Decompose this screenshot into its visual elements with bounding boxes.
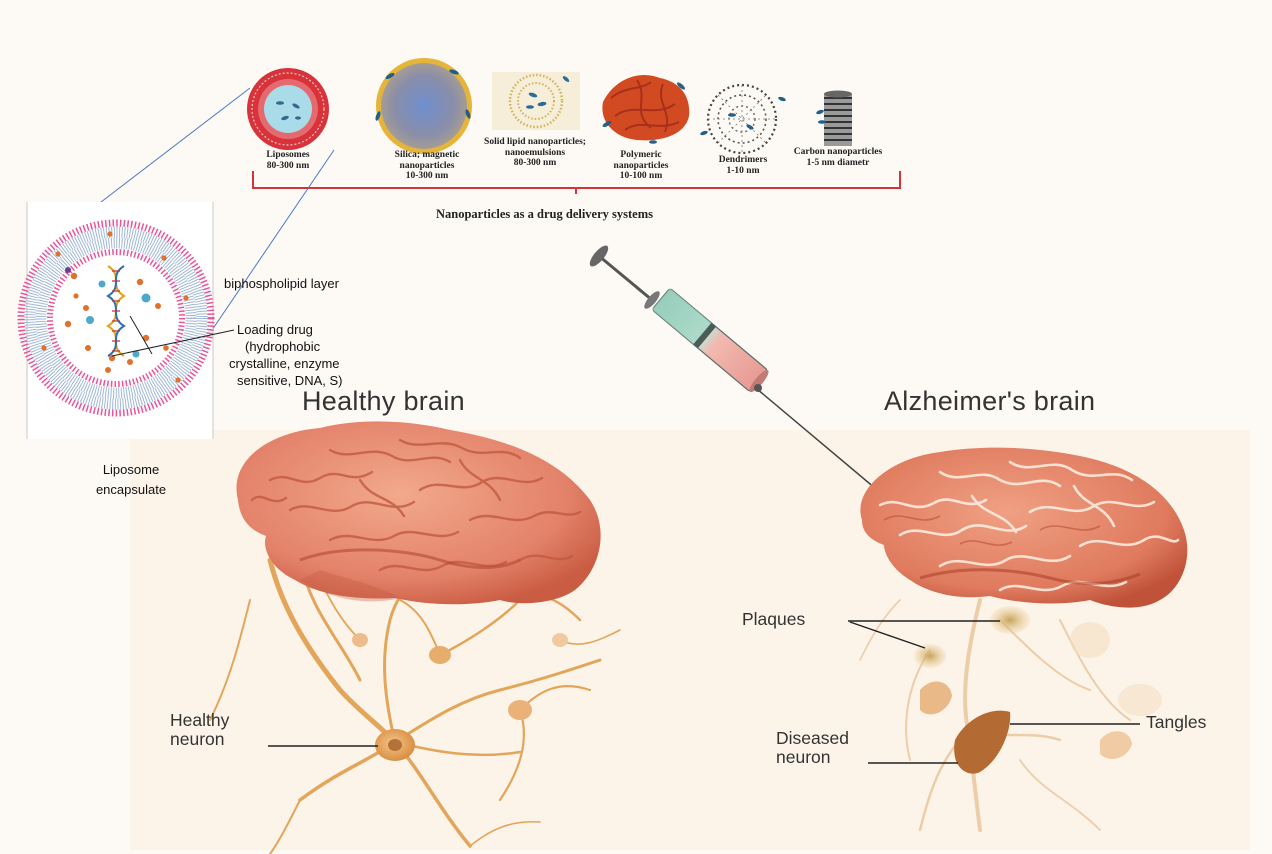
np-size: 1-5 nm diametr xyxy=(792,158,884,169)
np-label-solid-lipid: Solid lipid nanoparticles; nanoemulsions… xyxy=(484,137,586,169)
loading-drug-line: (hydrophobic xyxy=(233,338,343,355)
plaques-label: Plaques xyxy=(742,610,805,629)
liposome-particle xyxy=(247,68,329,150)
np-name: Solid lipid nanoparticles; nanoemulsions xyxy=(484,137,586,158)
solid-lipid-particle xyxy=(492,72,580,130)
np-size: 10-300 nm xyxy=(388,171,466,182)
tangles-label: Tangles xyxy=(1146,713,1206,732)
np-name: Liposomes xyxy=(247,150,329,161)
zoom-line-top xyxy=(88,88,250,212)
healthy-neuron-line: Healthy xyxy=(170,711,229,730)
loading-drug-label: Loading drug (hydrophobic crystalline, e… xyxy=(233,321,343,389)
np-name: Silica; magnetic nanoparticles xyxy=(388,150,466,171)
loading-drug-line: crystalline, enzyme xyxy=(229,355,343,372)
np-name: Carbon nanoparticles xyxy=(792,147,884,158)
diseased-neuron-line: neuron xyxy=(776,748,849,767)
diseased-neuron-line: Diseased xyxy=(776,729,849,748)
healthy-brain-title: Healthy brain xyxy=(302,386,465,417)
healthy-neuron-line: neuron xyxy=(170,730,229,749)
np-size: 80-300 nm xyxy=(247,161,329,172)
silica-particle xyxy=(374,58,472,154)
diseased-neuron-label: Diseased neuron xyxy=(776,729,849,767)
np-label-polymeric: Polymeric nanoparticles 10-100 nm xyxy=(601,150,681,182)
np-size: 80-300 nm xyxy=(484,158,586,169)
polymeric-particle xyxy=(602,75,690,144)
figure-caption: Nanoparticles as a drug delivery systems xyxy=(436,207,653,222)
loading-drug-line: Loading drug xyxy=(233,321,343,338)
healthy-neuron-label: Healthy neuron xyxy=(170,711,229,749)
liposome-caption: Liposome encapsulate xyxy=(86,460,176,500)
alzheimer-brain-title: Alzheimer's brain xyxy=(884,386,1095,417)
np-label-silica: Silica; magnetic nanoparticles 10-300 nm xyxy=(388,150,466,182)
bracket xyxy=(253,171,900,188)
np-size: 1-10 nm xyxy=(706,166,780,177)
np-name: Polymeric nanoparticles xyxy=(601,150,681,171)
carbon-nanotube-particle xyxy=(816,91,852,147)
np-name: Dendrimers xyxy=(706,155,780,166)
np-size: 10-100 nm xyxy=(601,171,681,182)
liposome-caption-line: encapsulate xyxy=(86,480,176,500)
dendrimer-particle xyxy=(700,85,787,153)
biphospholipid-label: biphospholipid layer xyxy=(224,275,339,292)
np-label-liposomes: Liposomes 80-300 nm xyxy=(247,150,329,171)
np-label-dendrimers: Dendrimers 1-10 nm xyxy=(706,155,780,176)
liposome-caption-line: Liposome xyxy=(86,460,176,480)
np-label-carbon: Carbon nanoparticles 1-5 nm diametr xyxy=(792,147,884,168)
